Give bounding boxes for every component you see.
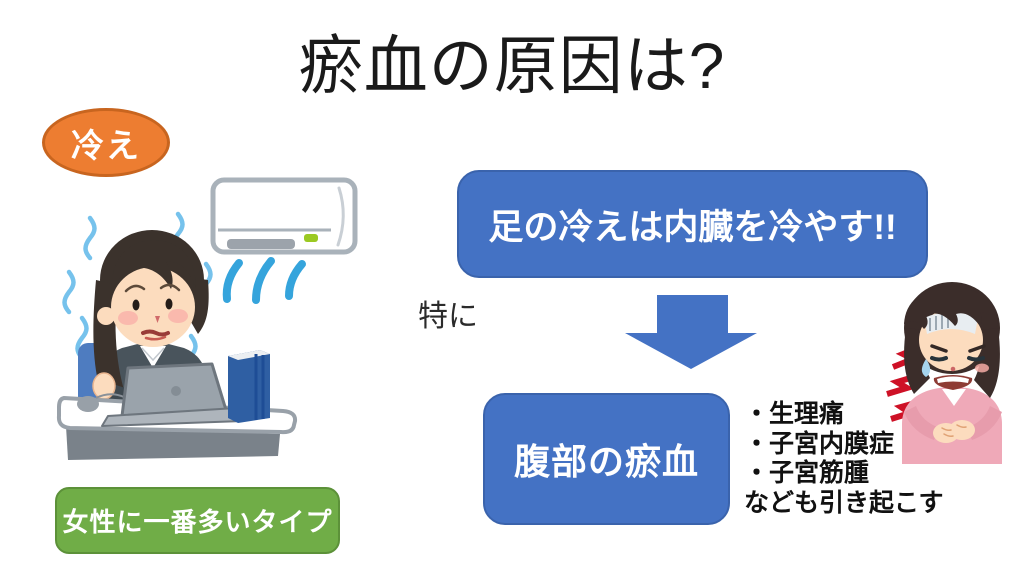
result-label: 腹部の瘀血 <box>513 441 699 482</box>
statement-box: 足の冷えは内臓を冷やす!! <box>457 170 928 278</box>
bangs <box>904 286 998 329</box>
laptop <box>101 362 244 427</box>
pale-forehead <box>924 312 978 334</box>
page-title: 瘀血の原因は? <box>298 30 726 102</box>
type-label: 女性に一番多いタイプ <box>62 507 333 537</box>
clasped-hands <box>933 420 975 443</box>
air-conditioner-icon <box>210 177 358 255</box>
nose <box>155 316 160 323</box>
eyebrow-left <box>124 284 146 293</box>
cold-cause-badge: 冷え <box>42 108 170 177</box>
eye-right <box>165 298 173 310</box>
cold-cause-label: 冷え <box>71 126 141 164</box>
eye-left <box>132 299 140 311</box>
down-arrow-icon <box>625 295 757 369</box>
blush-right <box>168 309 188 323</box>
eyebrow-left <box>930 344 948 353</box>
eye-left <box>930 356 948 362</box>
cold-wind-icon <box>222 257 306 304</box>
result-box: 腹部の瘀血 <box>483 393 730 525</box>
effects-list: ・生理痛 ・子宮内膜症 ・子宮筋腫 なども引き起こす <box>744 400 944 518</box>
list-item: ・子宮筋腫 <box>744 459 870 487</box>
list-item: ・生理痛 <box>744 400 845 428</box>
eye-right <box>967 356 985 362</box>
blush-right <box>975 363 989 373</box>
sweat-drop <box>921 359 931 377</box>
statement-label: 足の冷えは内臓を冷やす!! <box>488 207 897 247</box>
list-footer: なども引き起こす <box>744 488 944 517</box>
books <box>228 350 270 423</box>
eyebrow-right <box>159 283 181 292</box>
woman-face <box>97 240 196 347</box>
type-box: 女性に一番多いタイプ <box>55 487 340 554</box>
bangs <box>111 240 196 292</box>
grimace-mouth <box>933 375 973 390</box>
especially-label: 特に <box>418 300 478 333</box>
list-item: ・子宮内膜症 <box>744 429 895 458</box>
woman-face <box>904 286 998 390</box>
computer-mouse <box>77 393 125 412</box>
stomach-pain-woman-illustration <box>886 282 1002 464</box>
blush-left <box>118 311 138 325</box>
shivering-woman-illustration <box>56 177 358 460</box>
eyebrow-right <box>968 344 986 353</box>
mouth <box>141 329 170 337</box>
nose <box>950 366 956 372</box>
